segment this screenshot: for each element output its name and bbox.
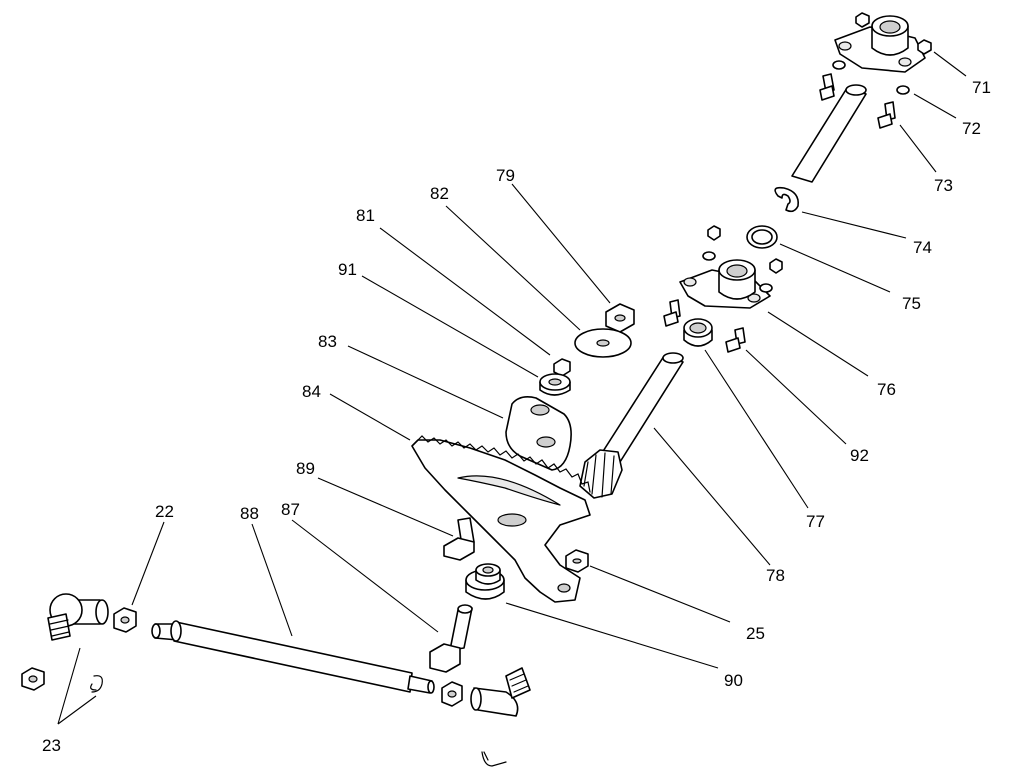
callout-72: 72 (962, 119, 981, 138)
washer-82 (574, 328, 632, 358)
callout-labels: 71 72 73 74 75 76 92 77 78 25 90 79 82 8… (42, 78, 991, 755)
retaining-ring-74 (774, 186, 800, 213)
nut-76a (707, 225, 721, 241)
sector-gear-84 (411, 435, 591, 603)
callout-76: 76 (877, 380, 896, 399)
callout-22: 22 (155, 502, 174, 521)
callout-88: 88 (240, 504, 259, 523)
callout-79: 79 (496, 166, 515, 185)
pinion-shaft-78 (579, 352, 684, 499)
washer-76b (759, 283, 773, 293)
top-flange-bearing (834, 15, 926, 73)
callout-91: 91 (338, 260, 357, 279)
callout-89: 89 (296, 459, 315, 478)
washer-72b (896, 85, 910, 95)
nut-23 (21, 667, 45, 691)
plate-83 (505, 396, 572, 471)
ball-joint-right (470, 667, 531, 717)
cotter-pin-bottom (481, 751, 507, 767)
bolt-87 (429, 604, 473, 673)
callout-78: 78 (766, 566, 785, 585)
washer-72a (832, 60, 846, 70)
nut-25 (565, 549, 589, 573)
nut-81 (553, 358, 571, 377)
cotter-pin-23 (90, 675, 103, 693)
nut-right (441, 681, 463, 707)
callout-87: 87 (281, 500, 300, 519)
bushing-90 (465, 563, 505, 600)
callout-90: 90 (724, 671, 743, 690)
bushing-77 (683, 318, 713, 347)
callout-73: 73 (934, 176, 953, 195)
tie-rod-88 (151, 620, 435, 694)
callout-92: 92 (850, 446, 869, 465)
callout-81: 81 (356, 206, 375, 225)
callout-25: 25 (746, 624, 765, 643)
bolt-73a (819, 73, 835, 101)
ball-joint-left (47, 593, 109, 641)
callout-75: 75 (902, 294, 921, 313)
callout-83: 83 (318, 332, 337, 351)
leader-lines (57, 51, 967, 725)
bolt-92a (663, 299, 681, 327)
callout-77: 77 (806, 512, 825, 531)
callout-82: 82 (430, 184, 449, 203)
bolt-92b (725, 327, 746, 353)
callout-74: 74 (913, 238, 932, 257)
nut-22 (113, 607, 137, 633)
nut-76b (769, 258, 783, 274)
nut-71a (855, 12, 870, 28)
nut-71b (917, 39, 932, 55)
callout-84: 84 (302, 382, 321, 401)
bushing-91 (539, 373, 571, 396)
bolt-73b (877, 101, 896, 129)
flange-bearing-76 (679, 259, 771, 309)
upper-shaft (791, 84, 867, 183)
callout-71: 71 (972, 78, 991, 97)
washer-76a (702, 251, 716, 261)
callout-23: 23 (42, 736, 61, 755)
nut-79 (605, 303, 635, 333)
ring-75 (746, 225, 778, 249)
bolt-89 (443, 517, 475, 561)
